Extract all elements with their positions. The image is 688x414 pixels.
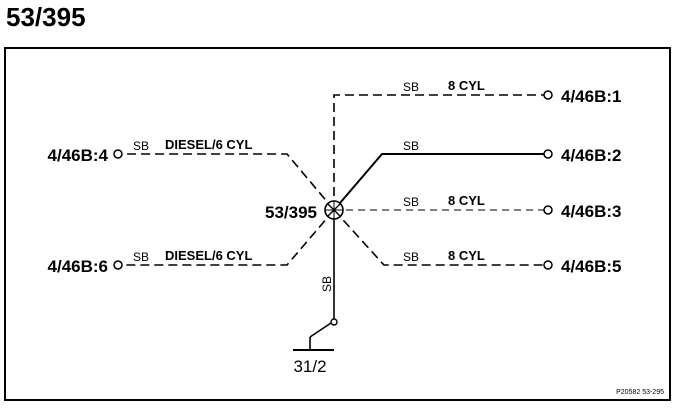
wire-to-4-46b-6 [122, 209, 335, 266]
connector-4-46b-3-icon [543, 205, 553, 215]
wire-to-4-46b-2 [333, 153, 545, 211]
wire-to-4-46b-5 [333, 209, 545, 266]
wire-note-4-46b-6: DIESEL/6 CYL [165, 248, 252, 263]
wire-color-4-46b-2: SB [403, 139, 419, 153]
connector-4-46b-1-icon [543, 90, 553, 100]
terminal-label-4-46b-5: 4/46B:5 [561, 257, 621, 276]
wire-color-4-46b-1: SB [403, 80, 419, 94]
splice-label: 53/395 [265, 203, 317, 222]
wire-note-4-46b-3: 8 CYL [448, 193, 485, 208]
splice-icon [324, 200, 344, 220]
connector-4-46b-6-icon [113, 260, 123, 270]
ground-label: 31/2 [293, 357, 326, 376]
wire-note-4-46b-1: 8 CYL [448, 78, 485, 93]
wire-note-4-46b-4: DIESEL/6 CYL [165, 137, 252, 152]
terminal-label-4-46b-6: 4/46B:6 [48, 257, 108, 276]
wire-color-4-46b-5: SB [403, 250, 419, 264]
wire-color-4-46b-3: SB [403, 195, 419, 209]
connector-4-46b-5-icon [543, 260, 553, 270]
terminal-label-4-46b-2: 4/46B:2 [561, 146, 621, 165]
wire-note-4-46b-5: 8 CYL [448, 248, 485, 263]
wire-to-4-46b-4 [122, 153, 335, 211]
wire-color-4-46b-6: SB [133, 250, 149, 264]
terminal-label-4-46b-1: 4/46B:1 [561, 87, 621, 106]
terminal-label-4-46b-3: 4/46B:3 [561, 202, 621, 221]
terminal-label-4-46b-4: 4/46B:4 [48, 146, 109, 165]
connector-4-46b-4-icon [113, 149, 123, 159]
wire-color-4-46b-4: SB [133, 139, 149, 153]
diagram-frame [4, 47, 671, 401]
wire-to-4-46b-1 [333, 94, 545, 210]
wire-color-ground: SB [320, 276, 334, 292]
reference-code: P20582 53-295 [616, 389, 664, 396]
connector-4-46b-2-icon [543, 149, 553, 159]
wire-to-ground [293, 210, 338, 351]
page-title: 53/395 [6, 2, 86, 32]
